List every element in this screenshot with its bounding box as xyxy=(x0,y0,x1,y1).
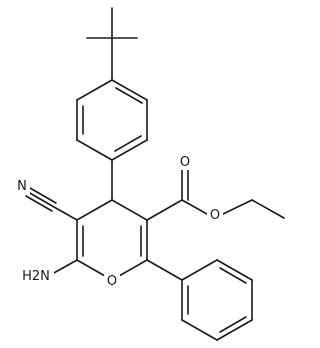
bond xyxy=(27,191,55,208)
nitrile-group xyxy=(25,187,78,221)
bond xyxy=(53,206,78,221)
bond xyxy=(111,199,148,221)
bond xyxy=(51,259,78,275)
bond xyxy=(181,319,218,341)
bond xyxy=(181,259,218,281)
tert-butyl-group xyxy=(86,7,138,81)
bond xyxy=(76,139,113,161)
carbonyl-oxygen-label: O xyxy=(180,155,190,170)
bond xyxy=(76,79,113,101)
bond xyxy=(115,87,143,104)
nitrile-nitrogen-label: N xyxy=(17,179,27,194)
bond xyxy=(181,199,208,215)
ethyl-ester-group xyxy=(146,167,285,221)
bond xyxy=(219,316,247,333)
bond xyxy=(222,199,253,215)
bond xyxy=(114,135,142,152)
bond xyxy=(146,199,183,221)
bond xyxy=(216,259,253,281)
bond xyxy=(251,199,285,219)
bond xyxy=(111,79,148,101)
bond xyxy=(25,195,53,212)
amino-group-label: H2N xyxy=(22,269,50,284)
bond xyxy=(29,187,57,204)
pyran-ring xyxy=(76,199,148,281)
phenyl-ring xyxy=(181,259,253,341)
aryl-ring xyxy=(76,79,148,161)
chemical-structure-diagram: N H2N O O O xyxy=(17,7,285,341)
bond xyxy=(76,199,113,221)
bond xyxy=(216,319,253,341)
ester-oxygen-label: O xyxy=(210,208,220,223)
bond xyxy=(219,267,247,284)
ring-oxygen-label: O xyxy=(107,274,117,289)
bond xyxy=(111,139,148,161)
bond xyxy=(146,259,183,281)
